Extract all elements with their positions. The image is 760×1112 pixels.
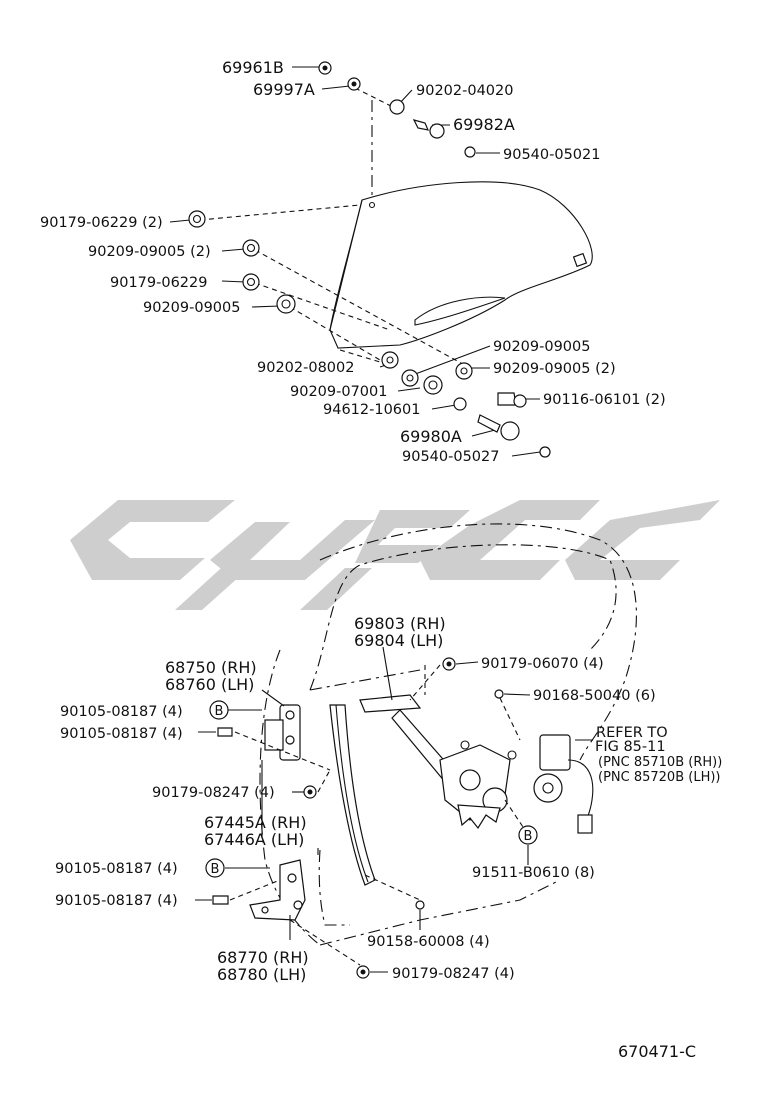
part-labels: 69961B 69997A 90202-04020 69982A 90540-0… [40, 58, 722, 1061]
label-90105-08187-4c: 90105-08187 (4) [55, 861, 178, 877]
diagram-code: 670471-C [618, 1042, 696, 1061]
upper-leader-lines [169, 66, 541, 457]
label-90158-60008: 90158-60008 (4) [367, 934, 490, 950]
label-90209-09005a: 90209-09005 [143, 300, 241, 316]
refer-to-label: REFER TO [596, 725, 668, 741]
label-69961B: 69961B [222, 58, 284, 77]
glass-run-channel [329, 704, 376, 886]
label-90105-08187-4d: 90105-08187 (4) [55, 893, 178, 909]
label-90116-06101: 90116-06101 (2) [543, 392, 666, 408]
label-68750: 68750 (RH) [165, 658, 257, 677]
label-90202-08002: 90202-08002 [257, 360, 355, 376]
label-90202-04020: 90202-04020 [416, 83, 514, 99]
label-90179-06070: 90179-06070 (4) [481, 656, 604, 672]
door-outline [259, 523, 637, 946]
upper-fasteners [188, 61, 551, 458]
label-68760: 68760 (LH) [165, 675, 254, 694]
label-90209-09005-2a: 90209-09005 (2) [88, 244, 211, 260]
refer-pnc-lh: (PNC 85720B (LH)) [598, 770, 720, 785]
label-90179-08247-4a: 90179-08247 (4) [152, 785, 275, 801]
label-90540-05021: 90540-05021 [503, 147, 601, 163]
refer-pnc-rh: (PNC 85710B (RH)) [598, 755, 722, 770]
upper-hinge [264, 704, 301, 761]
label-69980A: 69980A [400, 427, 462, 446]
window-motor [533, 734, 594, 834]
label-67445A: 67445A (RH) [204, 813, 307, 832]
label-90105-08187-4b: 90105-08187 (4) [60, 726, 183, 742]
label-67446A: 67446A (LH) [204, 830, 304, 849]
window-regulator [359, 694, 517, 830]
b-marker-label: B [211, 862, 220, 877]
label-69982A: 69982A [453, 115, 515, 134]
label-69997A: 69997A [253, 80, 315, 99]
label-90168-50040: 90168-50040 (6) [533, 688, 656, 704]
b-marker-label: B [215, 704, 224, 719]
label-90209-07001: 90209-07001 [290, 384, 388, 400]
label-90209-09005b: 90209-09005 [493, 339, 591, 355]
label-90105-08187-4a: 90105-08187 (4) [60, 704, 183, 720]
b-markers: B B B [205, 700, 538, 878]
label-90179-06229: 90179-06229 [110, 275, 208, 291]
label-68770: 68770 (RH) [217, 948, 309, 967]
refer-fig-label: FIG 85-11 [595, 739, 666, 755]
label-68780: 68780 (LH) [217, 965, 306, 984]
label-91511-B0610: 91511-B0610 (8) [472, 865, 595, 881]
label-90540-05027: 90540-05027 [402, 449, 500, 465]
quarter-window-glass [329, 181, 593, 349]
label-69804: 69804 (LH) [354, 631, 443, 650]
lower-fasteners [212, 657, 504, 979]
label-90179-08247-4b: 90179-08247 (4) [392, 966, 515, 982]
label-94612-10601: 94612-10601 [323, 402, 421, 418]
b-marker-label: B [524, 829, 533, 844]
label-69803: 69803 (RH) [354, 614, 446, 633]
lower-leader-lines [195, 646, 593, 973]
label-90179-06229-2: 90179-06229 (2) [40, 215, 163, 231]
watermark-logo [70, 500, 720, 610]
lower-hinge [249, 859, 306, 921]
label-90209-09005-2b: 90209-09005 (2) [493, 361, 616, 377]
